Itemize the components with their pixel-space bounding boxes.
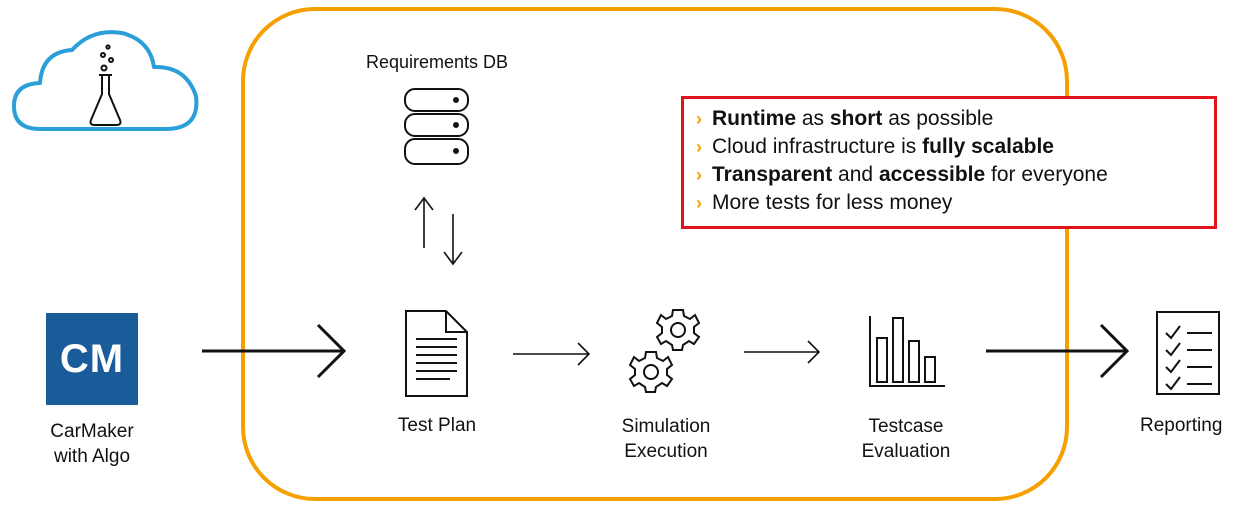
benefit-text-part: for everyone <box>985 163 1108 186</box>
benefit-text-part: Runtime <box>712 107 796 130</box>
carmaker-label-line2: with Algo <box>53 446 131 467</box>
cloud-process-frame <box>241 7 1069 501</box>
requirements-db-label: Requirements DB <box>365 52 509 72</box>
benefit-text-part: short <box>829 107 883 130</box>
testcase-label-line1: Testcase <box>868 416 944 437</box>
benefit-text-part: as possible <box>882 107 994 130</box>
arrow-simulation-to-evaluation <box>744 340 821 364</box>
benefit-text-part: and <box>832 163 879 186</box>
chevron-right-icon: › <box>696 137 702 157</box>
testcase-label-line2: Evaluation <box>861 441 951 462</box>
simulation-label-line1: Simulation <box>621 416 711 437</box>
checklist-icon <box>1156 311 1220 395</box>
bidirectional-arrows <box>414 196 463 266</box>
output-arrow <box>986 323 1130 379</box>
benefit-text-part: Transparent <box>712 163 833 186</box>
chevron-right-icon: › <box>696 109 702 129</box>
chevron-right-icon: › <box>696 165 702 185</box>
test-plan-label: Test Plan <box>397 415 477 436</box>
chevron-right-icon: › <box>696 193 702 213</box>
benefit-text-part: fully scalable <box>922 135 1054 158</box>
testcase-evaluation-label: Testcase Evaluation <box>826 414 986 464</box>
document-icon <box>405 310 468 397</box>
benefit-text-part: Cloud infrastructure is <box>712 135 923 158</box>
carmaker-label-line1: CarMaker <box>50 421 134 442</box>
benefit-text-part: More tests for less money <box>712 191 953 214</box>
benefit-item: › More tests for less money <box>696 189 1214 217</box>
benefit-item: › Runtime as short as possible <box>696 105 1214 133</box>
bar-chart-icon <box>869 316 945 387</box>
flask-icon <box>89 44 122 126</box>
simulation-execution-label: Simulation Execution <box>586 414 746 464</box>
benefit-text-part: accessible <box>878 163 986 186</box>
arrow-plan-to-simulation <box>513 342 591 366</box>
benefit-item: › Transparent and accessible for everyone <box>696 161 1214 189</box>
carmaker-logo: CM <box>46 313 138 405</box>
input-arrow <box>202 323 347 379</box>
benefits-box: › Runtime as short as possible › Cloud infr… <box>681 96 1217 229</box>
benefit-text-part: as <box>796 107 830 130</box>
gears-icon <box>628 309 701 393</box>
carmaker-label: CarMaker with Algo <box>20 419 164 469</box>
simulation-label-line2: Execution <box>624 441 708 462</box>
reporting-label: Reporting <box>1140 415 1223 436</box>
benefit-item: › Cloud infrastructure is fully scalable <box>696 133 1214 161</box>
database-icon <box>404 88 469 165</box>
cloud-lab-icon <box>12 30 199 131</box>
